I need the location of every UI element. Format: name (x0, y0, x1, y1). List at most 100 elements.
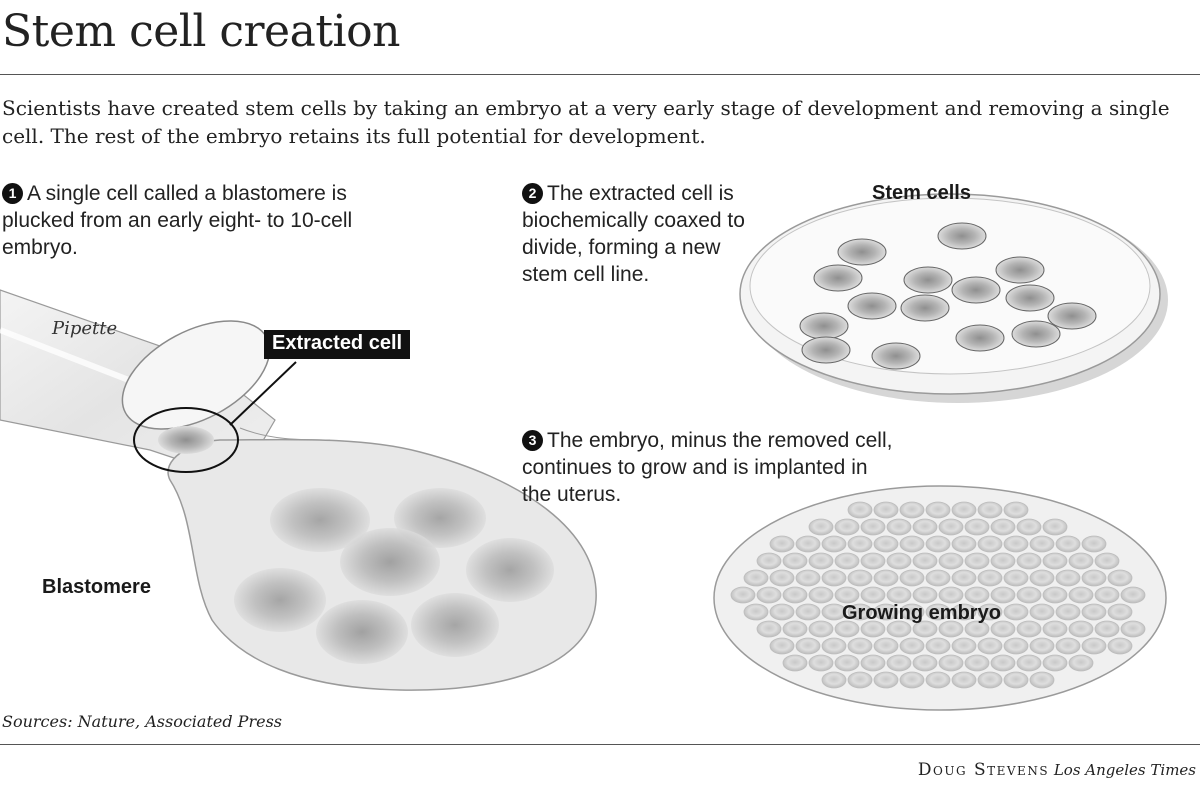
embryo-cell (821, 603, 847, 621)
embryo-cell (769, 637, 795, 655)
intro-text: Scientists have created stem cells by ta… (2, 96, 1170, 148)
embryo-cell (1016, 620, 1042, 638)
embryo-cell (769, 603, 795, 621)
embryo-cell (977, 603, 1003, 621)
embryo-cell (795, 603, 821, 621)
embryo-cell (912, 586, 938, 604)
embryo-cell (886, 586, 912, 604)
embryo-cell (1016, 518, 1042, 536)
stem-cell (837, 238, 887, 266)
embryo-cell (821, 671, 847, 689)
embryo-cell (808, 552, 834, 570)
embryo-cell (990, 552, 1016, 570)
growing-embryo-label: Growing embryo (842, 602, 1001, 624)
embryo-cell (847, 535, 873, 553)
embryo-cell (964, 586, 990, 604)
embryo-cell (1042, 620, 1068, 638)
embryo-cell (1003, 569, 1029, 587)
credit-artist: Doug Stevens (917, 760, 1050, 780)
embryo-cell (1042, 552, 1068, 570)
embryo-cell (1029, 569, 1055, 587)
embryo-cell (1003, 671, 1029, 689)
embryo-cell (938, 518, 964, 536)
stem-cell (871, 342, 921, 370)
embryo-cell (912, 552, 938, 570)
embryo-cell (756, 552, 782, 570)
embryo-cell (912, 654, 938, 672)
embryo-cell (964, 620, 990, 638)
embryo-cell (782, 552, 808, 570)
embryo-cell (951, 603, 977, 621)
stem-cells-label: Stem cells (872, 182, 971, 204)
embryo-cell (990, 620, 1016, 638)
embryo-cell (899, 535, 925, 553)
embryo-cell (951, 535, 977, 553)
stem-cell (937, 222, 987, 250)
embryo-cell (847, 671, 873, 689)
embryo-cell (808, 654, 834, 672)
step-1-number: 1 (2, 183, 23, 204)
embryo-cell (769, 569, 795, 587)
embryo-cell (782, 654, 808, 672)
embryo-cell (860, 654, 886, 672)
stem-cell (801, 336, 851, 364)
embryo-cell (977, 671, 1003, 689)
embryo-cell (847, 637, 873, 655)
growing-embryo (713, 485, 1167, 711)
embryo-cell (1055, 637, 1081, 655)
embryo-cell (834, 654, 860, 672)
embryo-cell (912, 620, 938, 638)
embryo-cell (886, 620, 912, 638)
embryo-cell (860, 586, 886, 604)
embryo-cell (990, 518, 1016, 536)
stem-cell (900, 294, 950, 322)
embryo-cell (977, 637, 1003, 655)
embryo-cell (1068, 552, 1094, 570)
embryo-cell (1055, 603, 1081, 621)
embryo-cell (1081, 535, 1107, 553)
embryo-cell (1042, 586, 1068, 604)
embryo-cell (821, 535, 847, 553)
embryo-cell (847, 501, 873, 519)
embryo-cell (938, 586, 964, 604)
step-2-number: 2 (522, 183, 543, 204)
embryo-cell (1068, 654, 1094, 672)
embryo-cell (782, 586, 808, 604)
embryo-cell (1016, 552, 1042, 570)
embryo-cell (925, 671, 951, 689)
embryo-cell (860, 620, 886, 638)
embryo-cell (808, 586, 834, 604)
embryo-cell (1003, 603, 1029, 621)
embryo-cell (834, 518, 860, 536)
embryo-cell (873, 569, 899, 587)
embryo-cell (1016, 586, 1042, 604)
embryo-cell (899, 569, 925, 587)
embryo-cell (834, 586, 860, 604)
embryo-cell (1003, 501, 1029, 519)
embryo-cell (925, 569, 951, 587)
embryo-cell (1120, 620, 1146, 638)
embryo-cell (795, 569, 821, 587)
embryo-cell (1042, 518, 1068, 536)
embryo-cell (938, 552, 964, 570)
embryo-cell (964, 654, 990, 672)
embryo-cell (977, 501, 1003, 519)
embryo-cell (1107, 569, 1133, 587)
embryo-cell (808, 518, 834, 536)
embryo-cell (886, 518, 912, 536)
extracted-cell-label: Extracted cell (264, 330, 411, 359)
embryo-cell (1068, 620, 1094, 638)
embryo-cell (951, 569, 977, 587)
embryo-cell (938, 654, 964, 672)
embryo-cell (795, 637, 821, 655)
embryo-cell (912, 518, 938, 536)
graphic-title: Stem cell creation (2, 6, 400, 57)
embryo-cell (1029, 535, 1055, 553)
embryo-cell (951, 637, 977, 655)
embryo-cell (1003, 535, 1029, 553)
step-3-number: 3 (522, 430, 543, 451)
embryo-cell (873, 535, 899, 553)
step-2-text: The extracted cell is biochemically coax… (522, 182, 745, 286)
